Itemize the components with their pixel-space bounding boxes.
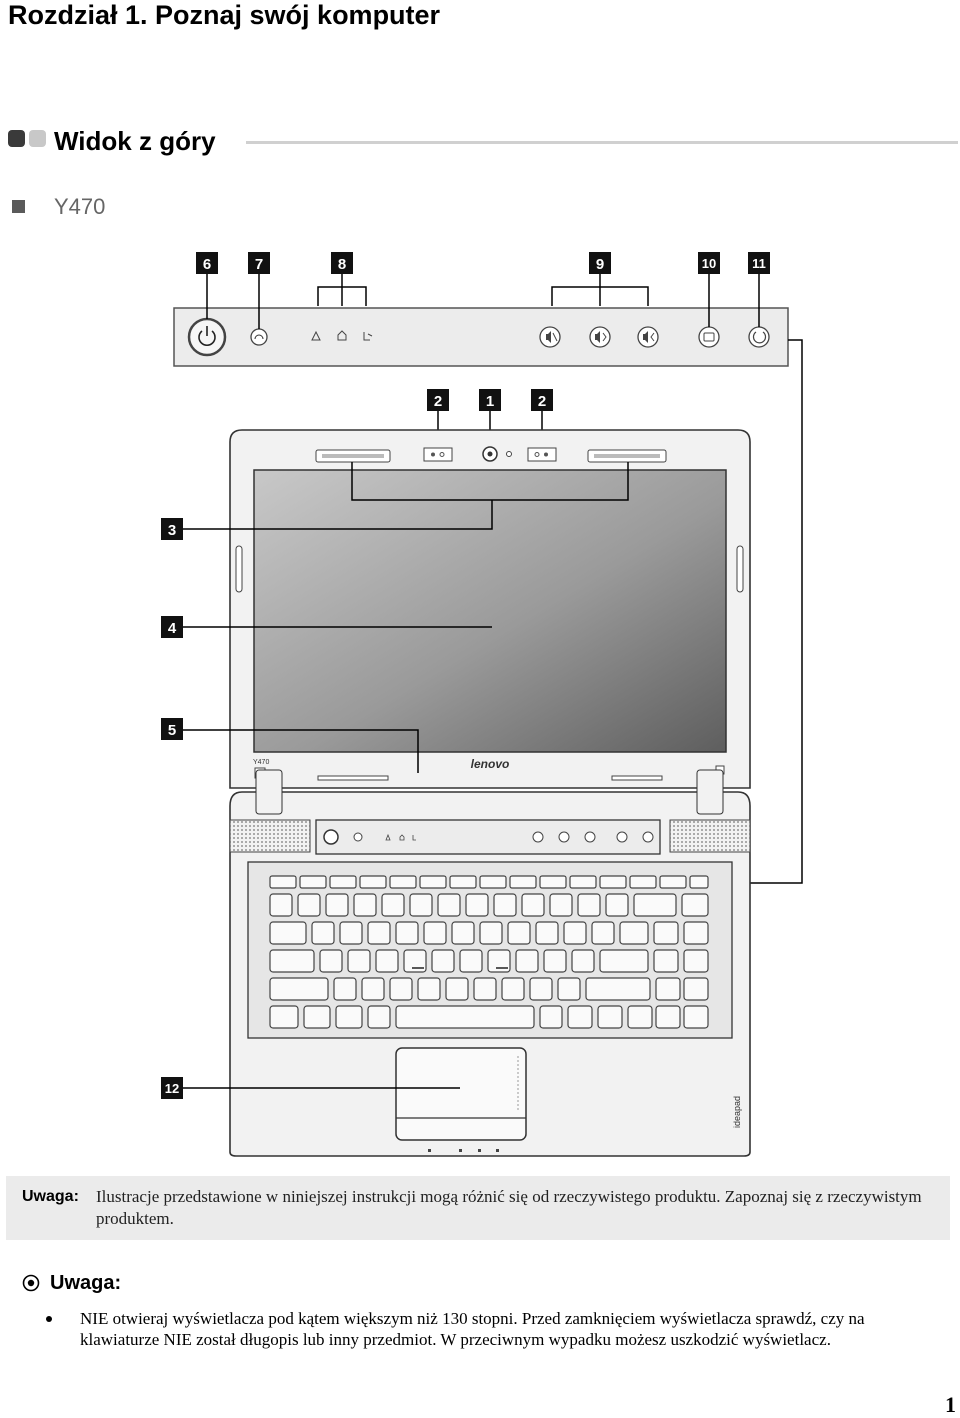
callout-5-label: 5 (168, 722, 176, 739)
note-box: Uwaga: Ilustracje przedstawione w niniej… (6, 1176, 950, 1240)
callout-7-label: 7 (255, 256, 263, 273)
laptop-illustration: 6 7 8 9 10 11 2 1 2 (0, 240, 960, 1170)
ideapad-brand: ideapad (732, 1096, 742, 1128)
callout-2-right-label: 2 (538, 393, 546, 410)
note-text: Ilustracje przedstawione w niniejszej in… (96, 1186, 926, 1230)
page-number: 1 (945, 1392, 956, 1418)
list-item: NIE otwieraj wyświetlacza pod kątem więk… (46, 1308, 946, 1350)
callout-4-label: 4 (168, 620, 177, 637)
attention-icon (22, 1274, 40, 1292)
callout-11: 11 (748, 252, 770, 274)
power-button (189, 319, 225, 355)
callout-1-label: 1 (486, 393, 494, 410)
callout-10-label: 10 (702, 256, 716, 271)
callout-6: 6 (196, 252, 218, 274)
volume-down-button (638, 327, 658, 347)
section-marker-light-icon (29, 130, 46, 147)
note-label: Uwaga: (22, 1188, 79, 1206)
model-name: Y470 (54, 194, 105, 220)
callout-9-label: 9 (596, 256, 604, 273)
square-bullet-icon (12, 200, 25, 213)
callout-8-label: 8 (338, 256, 346, 273)
callout-2-right: 2 (531, 389, 553, 411)
attention-list: NIE otwieraj wyświetlacza pod kątem więk… (46, 1308, 946, 1350)
lenovo-logo: lenovo (471, 757, 510, 771)
onekey-rescue-button (251, 329, 267, 345)
callout-6-label: 6 (203, 256, 211, 273)
callout-12-label: 12 (165, 1081, 179, 1096)
callout-7: 7 (248, 252, 270, 274)
callout-8: 8 (331, 252, 353, 274)
attention-title: Uwaga: (50, 1272, 121, 1295)
camera-button (699, 327, 719, 347)
section-rule (246, 141, 958, 144)
laptop-top-view-figure: 6 7 8 9 10 11 2 1 2 (0, 240, 960, 1170)
callout-4: 4 (161, 616, 183, 638)
callout-3-label: 3 (168, 522, 176, 539)
callout-2-left-label: 2 (434, 393, 442, 410)
section-header: Widok z góry (8, 124, 958, 160)
touchpad (396, 1048, 526, 1140)
volume-up-button (590, 327, 610, 347)
section-title: Widok z góry (54, 126, 216, 157)
callout-2-left: 2 (427, 389, 449, 411)
callout-1: 1 (479, 389, 501, 411)
chapter-title: Rozdział 1. Poznaj swój komputer (8, 0, 440, 31)
laptop-lid: Y470 lenovo (230, 430, 750, 788)
section-marker-dark-icon (8, 130, 25, 147)
lid-model-label: Y470 (253, 759, 269, 766)
callout-11-label: 11 (752, 256, 766, 271)
callout-9: 9 (589, 252, 611, 274)
callout-5: 5 (161, 718, 183, 740)
mute-button (540, 327, 560, 347)
callout-12: 12 (161, 1077, 183, 1099)
callout-3: 3 (161, 518, 183, 540)
display-screen (254, 470, 726, 752)
list-item-text: NIE otwieraj wyświetlacza pod kątem więk… (80, 1309, 865, 1349)
callout-10: 10 (698, 252, 720, 274)
button-strip-zoom (174, 308, 788, 366)
bullet-icon (46, 1316, 52, 1322)
energy-management-button (749, 327, 769, 347)
